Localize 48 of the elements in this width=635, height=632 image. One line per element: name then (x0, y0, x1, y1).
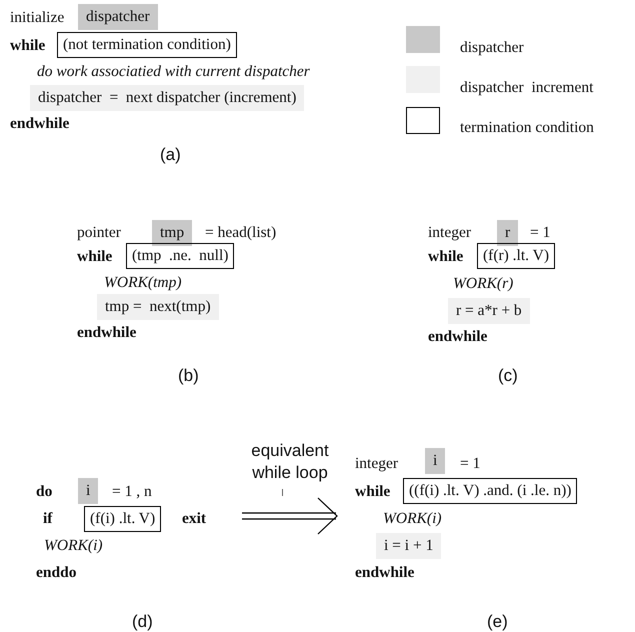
keyword: while (10, 36, 46, 56)
statement-text: WORK(i) (383, 509, 442, 529)
expression-text: = 1 , n (112, 482, 152, 502)
panel-label: (a) (160, 145, 181, 165)
panel-label: (b) (178, 366, 199, 386)
keyword: endwhile (10, 114, 70, 134)
keyword: do (36, 482, 52, 502)
keyword: while (77, 247, 112, 267)
statement-text: do work associatied with current dispatcher (37, 62, 310, 82)
panel-label: (d) (132, 612, 153, 632)
condition-box: (not termination condition) (57, 32, 237, 58)
legend-label: dispatcher (460, 38, 524, 58)
highlighted-variable: r (497, 220, 518, 246)
highlighted-variable: dispatcher (78, 4, 158, 30)
condition-box: (f(i) .lt. V) (84, 506, 162, 532)
condition-box: (tmp .ne. null) (126, 243, 234, 269)
keyword: integer (355, 454, 398, 474)
condition-box: (f(r) .lt. V) (477, 243, 555, 269)
expression-text: = 1 (530, 223, 550, 243)
keyword: integer (428, 223, 472, 243)
panel-label: (e) (487, 612, 508, 632)
condition-box: ((f(i) .lt. V) .and. (i .le. n)) (403, 478, 578, 504)
panel-label: (c) (498, 366, 518, 386)
keyword: while (428, 247, 464, 267)
keyword: pointer (77, 223, 121, 243)
keyword: enddo (36, 563, 76, 583)
expression-text: = 1 (460, 454, 480, 474)
keyword: endwhile (355, 563, 414, 583)
increment-statement: i = i + 1 (376, 533, 442, 559)
keyword: initialize (10, 8, 64, 28)
increment-statement: r = a*r + b (448, 298, 530, 324)
keyword: endwhile (428, 327, 488, 347)
statement-text: WORK(r) (453, 274, 514, 294)
statement-text: WORK(tmp) (104, 273, 182, 293)
statement-text: WORK(i) (44, 536, 103, 556)
keyword: while (355, 482, 390, 502)
highlighted-variable: i (78, 478, 98, 504)
legend-label: termination condition (460, 118, 594, 138)
arrow-label: equivalent while loop (250, 440, 330, 484)
increment-statement: tmp = next(tmp) (97, 294, 219, 320)
legend-label: dispatcher increment (460, 78, 594, 98)
expression-text: = head(list) (205, 223, 276, 243)
highlighted-variable: i (425, 448, 446, 474)
keyword: endwhile (77, 323, 136, 343)
highlighted-variable: tmp (152, 220, 192, 246)
keyword: exit (182, 509, 206, 529)
keyword: if (43, 509, 52, 529)
increment-statement: dispatcher = next dispatcher (increment) (30, 85, 304, 111)
